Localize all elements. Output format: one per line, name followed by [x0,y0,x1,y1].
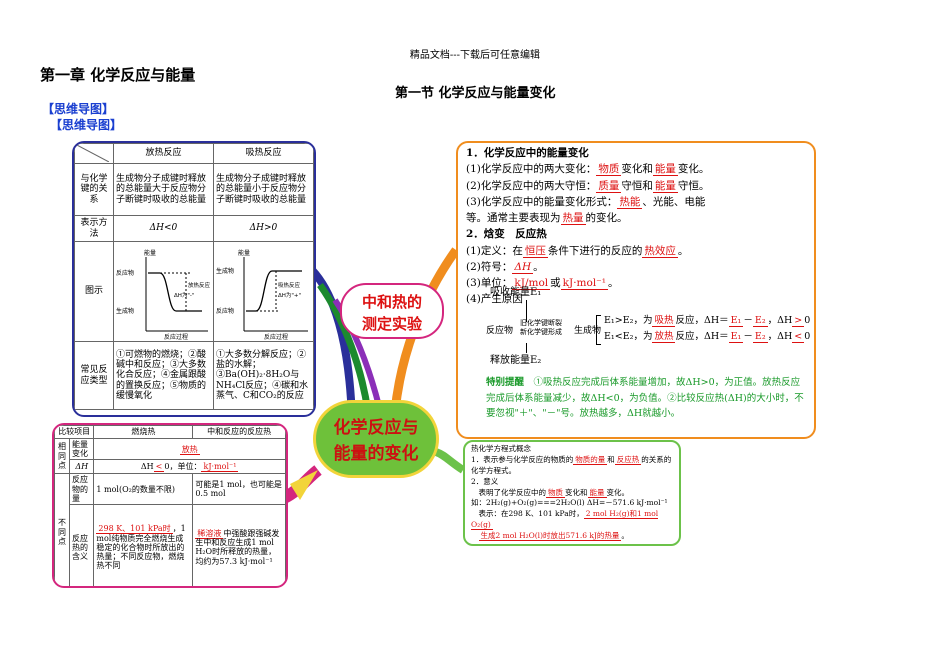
case-exothermic: E₁<E₂，为放热反应，ΔH＝E₁－E₂，ΔH<0 [604,331,811,343]
dh-value: ΔH<0，单位：kJ·mol⁻¹ [93,459,286,475]
line-cause: (4)产生原因 [466,293,523,306]
graph-energy-label: 能量 [144,249,156,257]
row-types-endo: ①大多数分解反应；②盐的水解；③Ba(OH)₂·8H₂O与NH₄Cl反应；④碳和… [212,341,314,410]
case-bracket [596,315,601,345]
reactant-amount-neutralization: 可能是1 mol，也可能是0.5 mol [192,473,286,505]
arrow-down [526,343,527,353]
reactant-label: 反应物 [486,326,514,336]
dh-label: ΔH [68,459,95,475]
center-topic-node: 化学反应与 能量的变化 [313,400,439,478]
thermo-line-1: 1．表示参与化学反应的物质的物质的量和反应热的关系的化学方程式。 [471,454,672,475]
ribbon-green [317,282,372,413]
row-types-header: 常见反应类型 [74,341,114,410]
graph-progress-label: 反应过程 [264,333,288,341]
row-notation-exo: ΔH<0 [113,215,214,242]
col-exo-header: 放热反应 [113,143,214,164]
graph-energy-label: 能量 [238,249,250,257]
chapter-title: 第一章 化学反应与能量 [40,66,196,84]
diagonal-corner-cell [74,143,114,164]
line-definition: (1)定义：在恒压条件下进行的反应的热效应。 [466,244,689,258]
exo-endo-comparison-box: 放热反应 吸热反应 与化学键的关系 生成物分子成键时释放的总能量大于反应物分子断… [72,141,316,417]
thermo-example: 如：2H₂(g)+O₂(g)===2H₂O(l) ΔH=－571.6 kJ·mo… [471,498,668,508]
absorb-energy-label: 吸收能量E₁ [490,287,542,298]
energy-change-label: 能量变化 [68,437,95,461]
ribbon-blue [308,267,356,421]
graph-dh-label: ΔH为"-" [174,291,194,299]
graph-dh-label: ΔH为"+" [278,291,301,299]
thermo-meaning-1: 表示：在298 K、101 kPa时，2 mol H₂(g)和1 mol O₂(… [471,509,659,531]
header-combustion: 燃烧热 [93,425,194,439]
row-bond-exo: 生成物分子成键时释放的总能量大于反应物分子断键时吸收的总能量 [113,163,214,216]
line-two-conservations: (2)化学反应中的两大守恒：质量守恒和能量守恒。 [466,179,710,193]
graph-heat-label: 放热反应 [188,281,211,289]
row-bond-endo: 生成物分子成键时释放的总能量小于反应物分子断键时吸收的总能量 [212,163,314,216]
reactant-amount-label: 反应物的量 [68,473,95,505]
combustion-neutralization-box: 比较项目 燃烧热 中和反应的反应热 相同点 能量变化 放热 ΔH ΔH<0，单位… [52,423,288,588]
graph-product-label: 生成物 [116,307,134,315]
endo-energy-graph: 能量 生成物 反应物 反应过程 吸热反应 ΔH为"+" [212,241,314,342]
line-two-changes: (1)化学反应中的两大变化：物质变化和能量变化。 [466,163,710,177]
line-symbol: (2)符号：ΔH。 [466,260,544,274]
header-item: 比较项目 [54,425,95,439]
combustion-neutralization-table: 比较项目 燃烧热 中和反应的反应热 相同点 能量变化 放热 ΔH ΔH<0，单位… [54,425,286,586]
thermo-line-2: 2．意义 [471,476,499,486]
heading-energy-change: 1．化学反应中的能量变化 [466,147,589,159]
row-graph-header: 图示 [74,241,114,342]
row-bond-header: 与化学键的关系 [74,163,114,216]
heat-meaning-label: 反应热的含义 [68,503,95,586]
row-notation-header: 表示方法 [74,215,114,242]
same-points-label: 相同点 [54,437,70,475]
mind-map-label: 【思维导图】 [50,118,123,132]
thermo-meaning-2: 生成2 mol H₂O(l)时放出571.6 kJ的热量。 [478,531,629,541]
heat-meaning-combustion: 298 K、101 kPa时，1 mol纯物质完全燃烧生成稳定的化合物时所放出的… [93,503,194,586]
ribbon-yellow [290,470,318,500]
row-types-exo: ①可燃物的燃烧；②酸碱中和反应；③大多数化合反应；④金属跟酸的置换反应；⑤物质的… [113,341,214,410]
graph-heat-label: 吸热反应 [278,281,301,289]
graph-reactant-label: 反应物 [216,307,234,315]
diff-points-label: 不同点 [54,473,70,586]
exo-endo-table: 放热反应 吸热反应 与化学键的关系 生成物分子成键时释放的总能量大于反应物分子断… [74,143,314,410]
case-endothermic: E₁>E₂，为吸热反应，ΔH＝E₁－E₂，ΔH>0 [604,315,811,327]
tip-text: ①吸热反应完成后体系能量增加，故ΔH>0，为正值。放热反应完成后体系能量减少，故… [486,377,804,419]
product-label: 生成物 [574,326,602,336]
line-energy-forms: (3)化学反应中的能量变化形式：热能、光能、电能 [466,195,706,209]
special-tip: 特别提醒 ①吸热反应完成后体系能量增加，故ΔH>0，为正值。放热反应完成后体系能… [486,375,804,422]
energy-change-box: 1．化学反应中的能量变化 (1)化学反应中的两大变化：物质变化和能量变化。 (2… [456,141,816,439]
thermochemical-equation-box: 热化学方程式概念 1．表示参与化学反应的物质的物质的量和反应热的关系的化学方程式… [463,440,681,546]
exo-energy-graph: 能量 反应物 生成物 反应过程 放热反应 ΔH为"-" [113,241,214,342]
heading-enthalpy: 2．焓变 反应热 [466,228,547,241]
col-endo-header: 吸热反应 [212,143,314,164]
thermo-line-3: 表明了化学反应中的物质变化和能量变化。 [478,487,629,498]
neutralization-experiment-bubble: 中和热的 测定实验 [340,283,444,339]
section-title: 第一节 化学反应与能量变化 [395,86,556,101]
row-notation-endo: ΔH>0 [212,215,314,242]
mind-map-label: 【思维导图】 [42,102,115,116]
ribbon-lightgreen [434,448,466,474]
tip-title: 特别提醒 [486,377,525,388]
graph-progress-label: 反应过程 [164,333,188,341]
header-note: 精品文档---下载后可任意编辑 [409,50,541,61]
line-heat: 等。通常主要表现为热量的变化。 [466,212,628,226]
energy-change-value: 放热 [93,437,286,461]
arrow-down [526,300,527,322]
graph-product-label: 生成物 [216,267,234,275]
release-energy-label: 释放能量E₂ [490,355,542,366]
thermo-title: 热化学方程式概念 [471,444,531,453]
heat-meaning-neutralization: 稀溶液中强酸跟强碱发生中和反应生成1 mol H₂O时所释放的热量，均约为57.… [192,503,286,586]
header-neutralization: 中和反应的反应热 [192,425,286,439]
case-lines: E₁>E₂，为吸热反应，ΔH＝E₁－E₂，ΔH>0 E₁<E₂，为放热反应，ΔH… [604,313,810,345]
reactant-amount-combustion: 1 mol(O₂的数量不限) [93,473,194,505]
graph-reactant-label: 反应物 [116,269,134,277]
bond-change-labels: 旧化学键断裂新化学键形成 [520,319,562,336]
